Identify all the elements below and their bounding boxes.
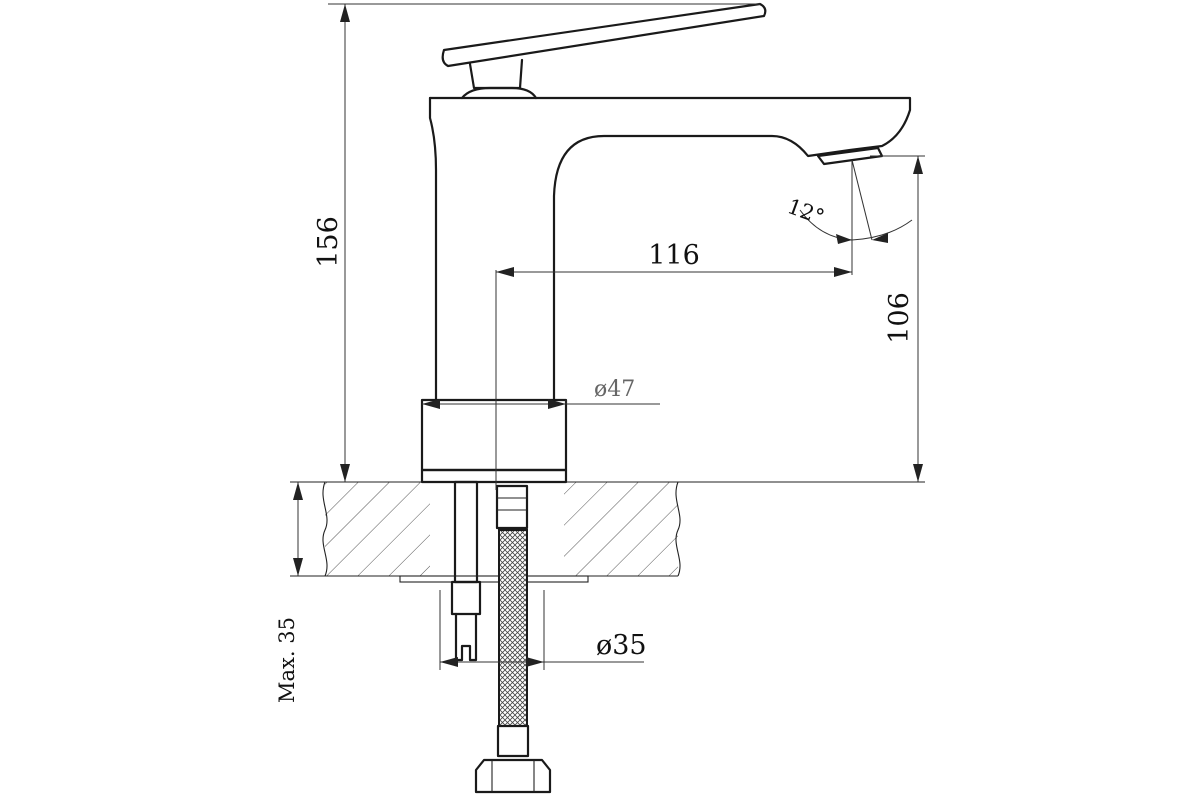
faucet-body — [420, 96, 912, 484]
supply-hose — [474, 484, 552, 794]
dimension-mounting-hole: ø35 — [439, 590, 647, 670]
dimension-spout-height: 106 — [870, 155, 925, 482]
spout-angle-label: 12° — [784, 194, 827, 229]
max-thickness-label: Max. 35 — [275, 617, 299, 703]
countertop-section — [290, 481, 925, 577]
lever-handle — [441, 2, 767, 100]
mounting-hole-label: ø35 — [596, 630, 647, 661]
spout-height-label: 106 — [884, 292, 915, 344]
total-height-label: 156 — [313, 216, 344, 268]
body-diameter-label: ø47 — [594, 377, 635, 402]
dimension-spout-angle: 12° — [784, 159, 913, 244]
dimension-body-diameter: ø47 — [422, 377, 660, 409]
dimension-max-thickness: Max. 35 — [275, 482, 303, 703]
dimension-spout-reach: 116 — [495, 160, 853, 490]
dimension-total-height: 156 — [313, 3, 760, 482]
spout-reach-label: 116 — [648, 240, 700, 271]
